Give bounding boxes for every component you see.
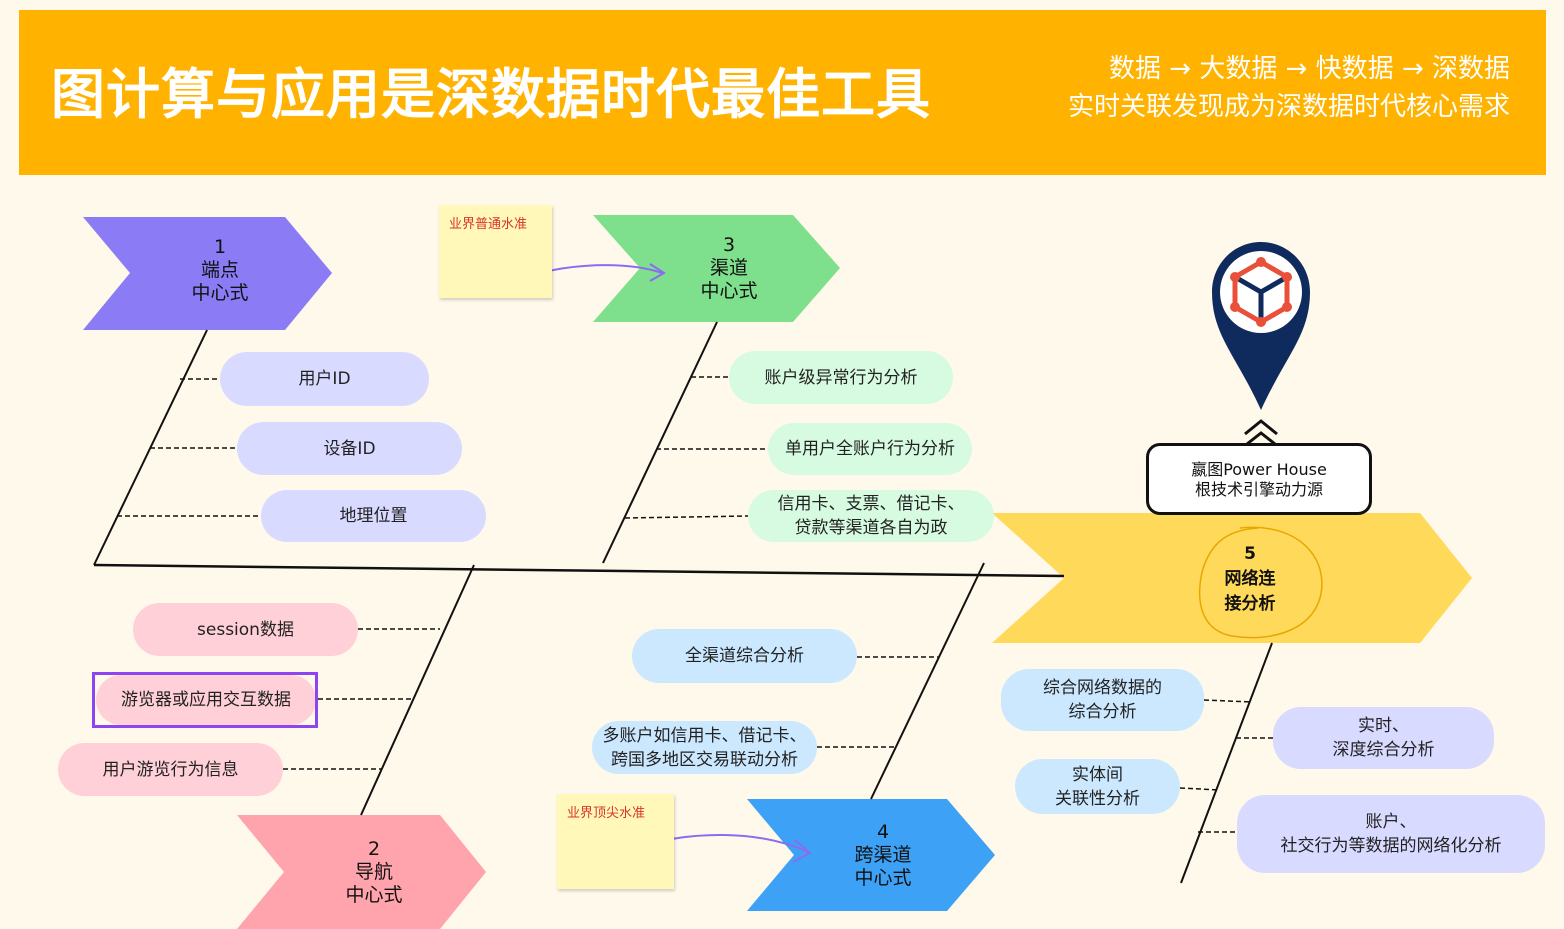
pill-network-data: 综合网络数据的 综合分析 xyxy=(1001,669,1204,731)
logo-dot xyxy=(1256,257,1266,267)
pill-browser-interaction: 游览器或应用交互数据 xyxy=(96,675,316,725)
pill-user-id: 用户ID xyxy=(220,352,429,406)
node-1-label: 1 端点 中心式 xyxy=(150,236,290,305)
pill-geo-location: 地理位置 xyxy=(261,490,486,542)
node-3-number: 3 xyxy=(722,234,736,256)
pill-browse-info: 用户游览行为信息 xyxy=(58,743,283,796)
pill-account-anomaly: 账户级异常行为分析 xyxy=(729,351,953,404)
pill-network-line1: 综合网络数据的 xyxy=(1043,678,1162,698)
pill-device-id: 设备ID xyxy=(237,422,462,475)
bone-2 xyxy=(360,564,475,816)
page-title: 图计算与应用是深数据时代最佳工具 xyxy=(51,63,931,126)
chevron-up-icon xyxy=(1244,419,1278,436)
selection-highlight xyxy=(92,672,318,728)
note-arrow-common xyxy=(539,264,663,274)
node-1-line2: 中心式 xyxy=(191,282,249,304)
node-3-shape xyxy=(593,215,840,322)
logo-dot xyxy=(1230,272,1240,282)
pill-all-channel: 全渠道综合分析 xyxy=(632,629,857,683)
pill-entity-relation: 实体间 关联性分析 xyxy=(1015,759,1180,814)
pill-realtime-line1: 实时、 xyxy=(1358,716,1409,736)
node-2-number: 2 xyxy=(367,838,381,860)
pill-multi-line1: 多账户如信用卡、借记卡、 xyxy=(602,725,807,746)
node-3-line1: 渠道 xyxy=(709,257,748,279)
pill-multi-line2: 跨国多地区交易联动分析 xyxy=(611,749,798,770)
pill-single-user: 单用户全账户行为分析 xyxy=(768,423,972,475)
pill-social-network: 账户、 社交行为等数据的网络化分析 xyxy=(1237,795,1545,873)
sticky-note-common: 业界普通水准 xyxy=(439,205,552,298)
pill-session-data: session数据 xyxy=(133,603,358,656)
node-1-number: 1 xyxy=(213,236,227,258)
logo-dot xyxy=(1230,302,1240,312)
note-arrow-common-head xyxy=(649,263,666,282)
engine-line1: 嬴图Power House xyxy=(1191,460,1327,479)
node-5-label: 5 网络连 接分析 xyxy=(1190,542,1310,617)
node-3-label: 3 渠道 中心式 xyxy=(659,234,799,303)
logo-dot xyxy=(1256,317,1266,327)
chevron-up-icon xyxy=(1246,431,1276,446)
bone-4 xyxy=(870,562,985,800)
node-4-line1: 跨渠道 xyxy=(854,844,912,866)
node-4-line2: 中心式 xyxy=(854,867,912,889)
pill-entity-line1: 实体间 xyxy=(1072,764,1123,785)
pill-channels-line2: 贷款等渠道各自为政 xyxy=(794,518,948,538)
node-4-shape xyxy=(747,799,995,911)
engine-box: 嬴图Power House 根技术引擎动力源 xyxy=(1146,443,1372,515)
node-2-label: 2 导航 中心式 xyxy=(304,838,444,907)
logo-dot xyxy=(1282,302,1292,312)
node-2-line1: 导航 xyxy=(354,861,393,883)
node-5-shape xyxy=(992,513,1472,643)
node-1-line1: 端点 xyxy=(200,259,239,281)
node-5-line1: 网络连 xyxy=(1224,569,1276,589)
node-4-number: 4 xyxy=(876,821,890,843)
pill-social-line1: 账户、 xyxy=(1365,812,1417,832)
pill-entity-line2: 关联性分析 xyxy=(1055,788,1140,809)
node-2-line2: 中心式 xyxy=(345,884,403,906)
pill-channels-line1: 信用卡、支票、借记卡、 xyxy=(777,494,965,514)
pill-multi-account: 多账户如信用卡、借记卡、 跨国多地区交易联动分析 xyxy=(592,721,817,774)
node-3-line2: 中心式 xyxy=(700,280,758,302)
node-4-label: 4 跨渠道 中心式 xyxy=(813,821,953,890)
connectors xyxy=(117,376,1273,833)
header-subtitle-line1: 数据 → 大数据 → 快数据 → 深数据 xyxy=(1109,54,1510,84)
logo-dot xyxy=(1282,272,1292,282)
sticky-note-top: 业界顶尖水准 xyxy=(557,794,674,889)
node-5-line2: 接分析 xyxy=(1224,594,1276,614)
pill-social-line2: 社交行为等数据的网络化分析 xyxy=(1280,836,1502,856)
node-5-number: 5 xyxy=(1244,544,1256,564)
bone-5 xyxy=(1180,642,1273,884)
pill-network-line2: 综合分析 xyxy=(1068,702,1137,722)
pill-realtime-analysis: 实时、 深度综合分析 xyxy=(1273,707,1494,769)
note-arrow-top-head xyxy=(792,839,812,863)
node-2-shape xyxy=(237,815,486,929)
engine-line2: 根技术引擎动力源 xyxy=(1194,480,1323,499)
bone-3 xyxy=(602,321,718,564)
pill-realtime-line2: 深度综合分析 xyxy=(1332,740,1435,760)
fishbone-spine xyxy=(93,563,1065,578)
pill-channels-silo: 信用卡、支票、借记卡、 贷款等渠道各自为政 xyxy=(748,490,994,542)
header-subtitle-line2: 实时关联发现成为深数据时代核心需求 xyxy=(1067,92,1510,122)
node-1-shape xyxy=(83,217,332,330)
node-5-circle xyxy=(1198,526,1323,639)
header-banner: 图计算与应用是深数据时代最佳工具 数据 → 大数据 → 快数据 → 深数据 实时… xyxy=(19,10,1546,175)
